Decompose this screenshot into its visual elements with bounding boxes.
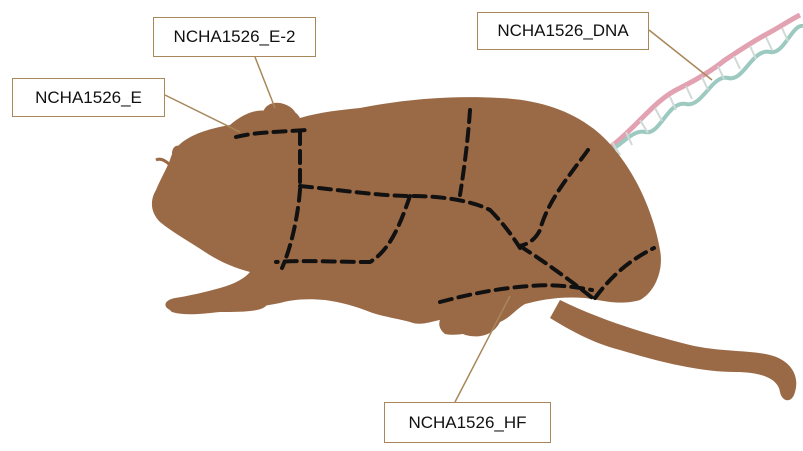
callout-line-e2	[255, 57, 275, 108]
label-ncha1526-e2: NCHA1526_E-2	[153, 17, 316, 57]
label-ncha1526-dna: NCHA1526_DNA	[477, 12, 649, 50]
label-ncha1526-hf: NCHA1526_HF	[384, 402, 551, 443]
callout-line-dna	[649, 30, 712, 80]
callout-line-e	[165, 95, 240, 132]
label-ncha1526-e: NCHA1526_E	[12, 78, 165, 117]
rat-front-paw	[169, 291, 267, 314]
rat-tail	[550, 300, 796, 400]
